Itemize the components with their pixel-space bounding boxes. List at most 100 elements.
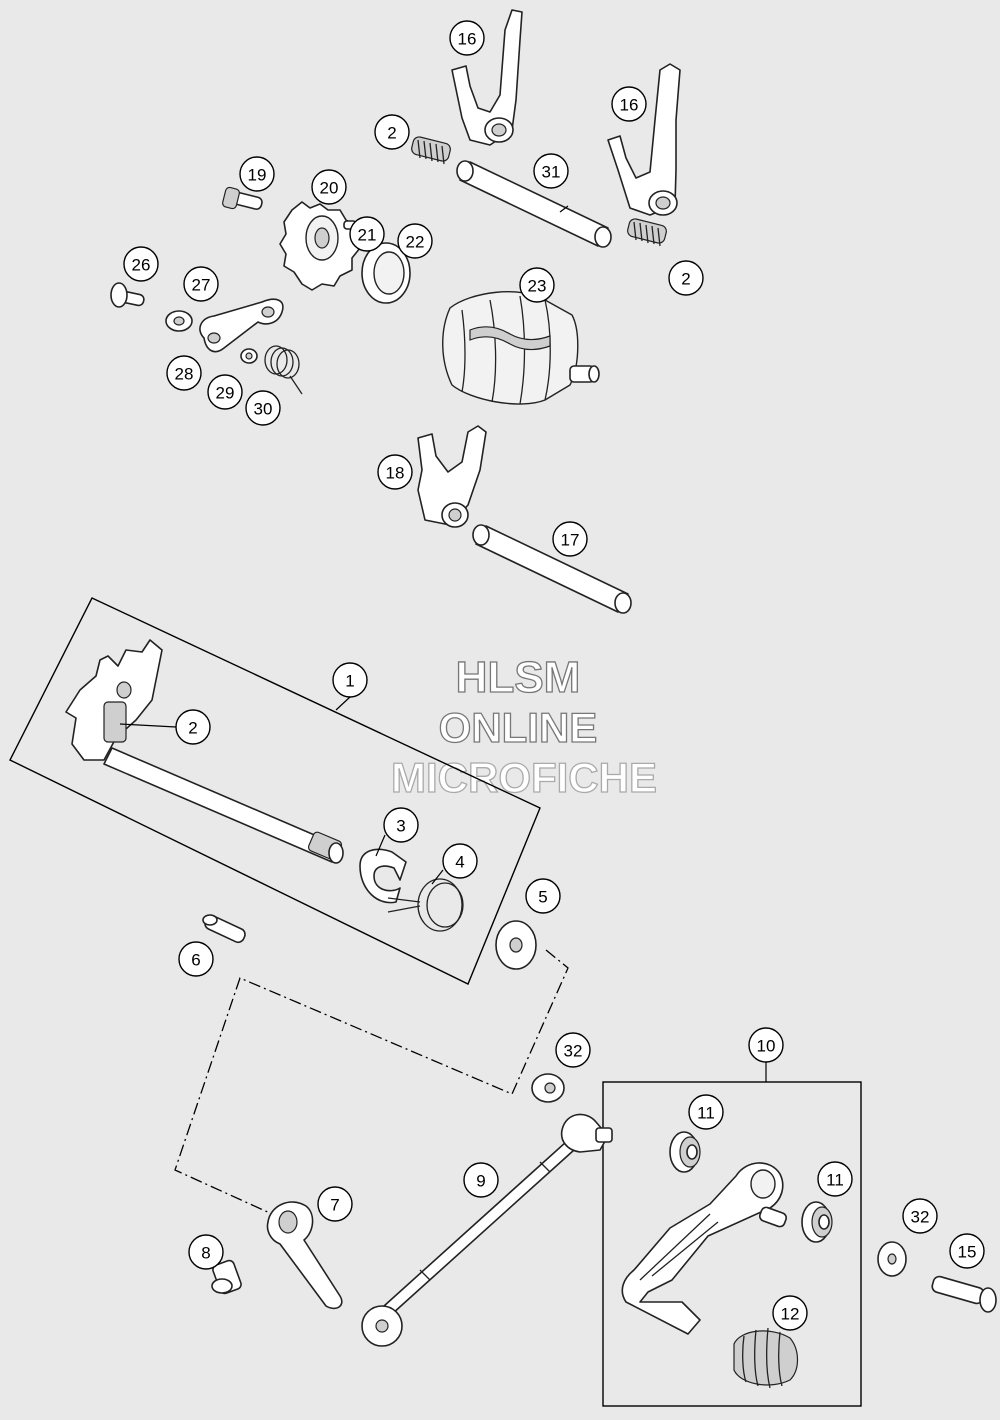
callout-22[interactable]: 22 <box>397 223 433 259</box>
washer-32-right <box>877 1241 907 1277</box>
svg-text:32: 32 <box>911 1208 930 1227</box>
callout-20[interactable]: 20 <box>311 169 347 205</box>
shift-drum-23 <box>442 291 600 405</box>
callout-31[interactable]: 31 <box>533 153 569 189</box>
svg-text:9: 9 <box>476 1172 485 1191</box>
svg-text:7: 7 <box>330 1196 339 1215</box>
svg-text:21: 21 <box>358 226 377 245</box>
shift-fork-16-right <box>607 63 681 216</box>
washer-29 <box>240 348 258 364</box>
bolt-26 <box>110 282 145 308</box>
callout-6[interactable]: 6 <box>178 941 214 977</box>
callout-30[interactable]: 30 <box>245 390 281 426</box>
svg-text:3: 3 <box>396 817 405 836</box>
callout-15[interactable]: 15 <box>949 1233 985 1269</box>
shift-shaft-1 <box>65 639 344 864</box>
callout-3[interactable]: 3 <box>383 807 419 843</box>
svg-text:20: 20 <box>320 179 339 198</box>
svg-text:15: 15 <box>958 1243 977 1262</box>
callout-16[interactable]: 16 <box>449 20 485 56</box>
watermark-line-3: MICROFICHE <box>391 754 657 801</box>
callout-23[interactable]: 23 <box>519 267 555 303</box>
bolt-8 <box>211 1259 242 1295</box>
callout-11[interactable]: 11 <box>817 1161 853 1197</box>
spring-2-upper <box>411 136 451 165</box>
watermark-line-1: HLSM <box>456 653 581 702</box>
callout-1[interactable]: 1 <box>332 662 368 698</box>
svg-text:10: 10 <box>757 1037 776 1056</box>
svg-text:11: 11 <box>826 1171 844 1190</box>
callout-28[interactable]: 28 <box>166 355 202 391</box>
svg-text:11: 11 <box>697 1104 715 1123</box>
svg-text:2: 2 <box>188 719 197 738</box>
svg-text:2: 2 <box>681 270 690 289</box>
callout-19[interactable]: 19 <box>239 156 275 192</box>
svg-text:1: 1 <box>345 672 354 691</box>
callout-18[interactable]: 18 <box>377 454 413 490</box>
callout-5[interactable]: 5 <box>525 878 561 914</box>
spring-2-right <box>627 218 667 247</box>
callout-7[interactable]: 7 <box>317 1186 353 1222</box>
svg-text:26: 26 <box>132 256 151 275</box>
callout-2[interactable]: 2 <box>374 114 410 150</box>
callout-27[interactable]: 27 <box>183 266 219 302</box>
svg-text:27: 27 <box>192 276 211 295</box>
callout-32[interactable]: 32 <box>902 1198 938 1234</box>
svg-text:19: 19 <box>248 166 267 185</box>
svg-text:18: 18 <box>386 464 405 483</box>
bearing-11-upper <box>669 1131 701 1173</box>
shaft-31 <box>456 160 612 248</box>
svg-text:4: 4 <box>455 853 464 872</box>
clip-3 <box>359 848 407 904</box>
ring-22 <box>361 242 411 304</box>
svg-text:29: 29 <box>216 384 235 403</box>
svg-text:30: 30 <box>254 400 273 419</box>
washer-5 <box>495 920 537 970</box>
locking-lever-28 <box>199 298 284 353</box>
return-spring-4 <box>387 878 464 932</box>
svg-text:6: 6 <box>191 951 200 970</box>
svg-text:8: 8 <box>201 1244 210 1263</box>
assembly-dashed-link <box>174 949 569 1215</box>
callout-12[interactable]: 12 <box>772 1295 808 1331</box>
svg-text:22: 22 <box>406 233 425 252</box>
svg-text:31: 31 <box>542 163 561 182</box>
callout-2[interactable]: 2 <box>175 709 211 745</box>
svg-text:16: 16 <box>458 30 477 49</box>
svg-text:5: 5 <box>538 888 547 907</box>
svg-text:32: 32 <box>564 1042 583 1061</box>
callout-17[interactable]: 17 <box>552 521 588 557</box>
shift-star-20 <box>279 201 361 291</box>
callout-16[interactable]: 16 <box>611 86 647 122</box>
washer-27 <box>165 310 193 332</box>
callout-9[interactable]: 9 <box>463 1162 499 1198</box>
bolt-15 <box>931 1275 997 1313</box>
callout-4[interactable]: 4 <box>442 843 478 879</box>
callout-21[interactable]: 21 <box>349 216 385 252</box>
shift-fork-16-upper <box>451 9 523 146</box>
washer-32-center <box>531 1073 565 1103</box>
svg-text:12: 12 <box>781 1305 800 1324</box>
callout-26[interactable]: 26 <box>123 246 159 282</box>
watermark: HLSM ONLINE MICROFICHE <box>390 652 657 801</box>
watermark-line-2: ONLINE <box>439 704 598 751</box>
pedal-rubber-12 <box>733 1327 799 1389</box>
callout-29[interactable]: 29 <box>207 374 243 410</box>
bolt-6 <box>202 914 246 944</box>
leader-lines <box>119 205 767 1082</box>
callout-32[interactable]: 32 <box>555 1032 591 1068</box>
shift-pedal-10 <box>621 1162 788 1335</box>
callout-8[interactable]: 8 <box>188 1234 224 1270</box>
callout-2[interactable]: 2 <box>668 260 704 296</box>
shift-fork-18 <box>417 425 487 528</box>
svg-text:17: 17 <box>561 531 580 550</box>
torsion-spring-30 <box>264 345 303 395</box>
shift-rod-9 <box>361 1113 613 1347</box>
callout-11[interactable]: 11 <box>688 1094 724 1130</box>
assembly-10-outline <box>602 1081 862 1407</box>
svg-text:16: 16 <box>620 96 639 115</box>
svg-text:28: 28 <box>175 365 194 384</box>
callout-10[interactable]: 10 <box>748 1027 784 1063</box>
